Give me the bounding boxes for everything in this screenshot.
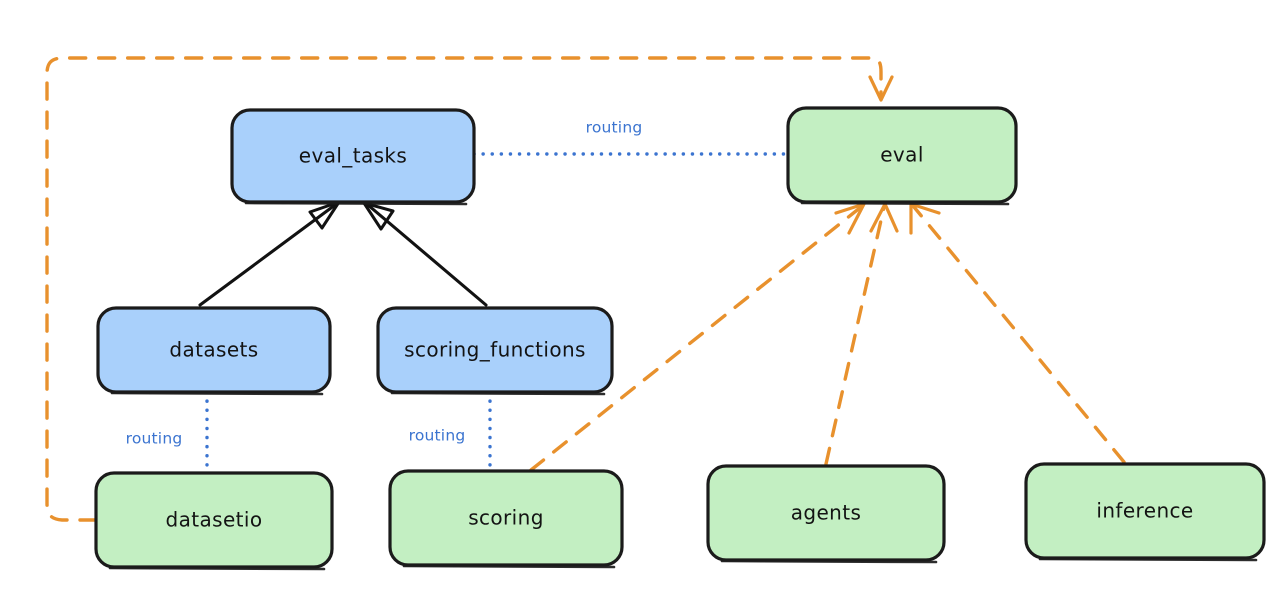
node-eval-tasks[interactable]: eval_tasks (230, 108, 476, 206)
edge-agents-eval (824, 202, 899, 466)
node-scoring-box (388, 469, 624, 567)
edge-inference-eval-path (912, 205, 1126, 464)
node-scoring-label: scoring (468, 506, 544, 530)
node-eval-box (786, 106, 1018, 204)
edge-group-dependencies (45, 56, 1126, 522)
node-agents-label: agents (791, 501, 862, 525)
edge-label-routing-top: routing (586, 119, 643, 137)
node-eval-label: eval (880, 143, 924, 167)
edge-datasets-eval-tasks-path (198, 203, 337, 307)
edge-scoringfn-eval-tasks-arrowhead (362, 201, 395, 231)
edge-agents-eval-arrowhead (869, 202, 899, 233)
edge-datasetio-eval (45, 56, 894, 522)
edge-group-solid (198, 200, 488, 307)
edge-label-routing-datasets: routing (126, 430, 183, 448)
edge-label-routing-scoring: routing (409, 427, 466, 445)
edge-datasetio-eval-path (45, 56, 883, 522)
node-datasets[interactable]: datasets (96, 306, 332, 396)
node-datasets-box (96, 306, 332, 394)
node-inference[interactable]: inference (1024, 462, 1266, 562)
edge-scoringfn-eval-tasks (362, 201, 488, 307)
node-eval-tasks-label: eval_tasks (299, 144, 407, 168)
node-agents-box (706, 464, 946, 562)
node-eval-tasks-box (230, 108, 476, 204)
node-datasetio[interactable]: datasetio (94, 471, 334, 571)
node-datasetio-box (94, 471, 334, 569)
node-scoring-functions-box (376, 306, 614, 394)
edge-label-group: routing routing routing (126, 119, 643, 448)
node-agents[interactable]: agents (706, 464, 946, 564)
edge-datasets-eval-tasks-arrowhead (308, 200, 341, 230)
node-eval[interactable]: eval (786, 106, 1018, 206)
node-scoring[interactable]: scoring (388, 469, 624, 569)
edge-datasetio-eval-arrowhead (868, 75, 894, 102)
node-group: eval_tasks eval datasets scoring_functio… (94, 106, 1266, 571)
edge-agents-eval-path (824, 205, 886, 466)
edge-datasets-eval-tasks (198, 200, 341, 307)
node-inference-label: inference (1096, 499, 1193, 523)
node-datasets-label: datasets (169, 338, 258, 362)
node-scoring-functions-label: scoring_functions (404, 338, 586, 362)
edge-scoring-eval-path (529, 205, 863, 472)
node-datasetio-label: datasetio (165, 508, 262, 532)
edge-inference-eval (909, 202, 1126, 464)
node-inference-box (1024, 462, 1266, 560)
node-scoring-functions[interactable]: scoring_functions (376, 306, 614, 396)
